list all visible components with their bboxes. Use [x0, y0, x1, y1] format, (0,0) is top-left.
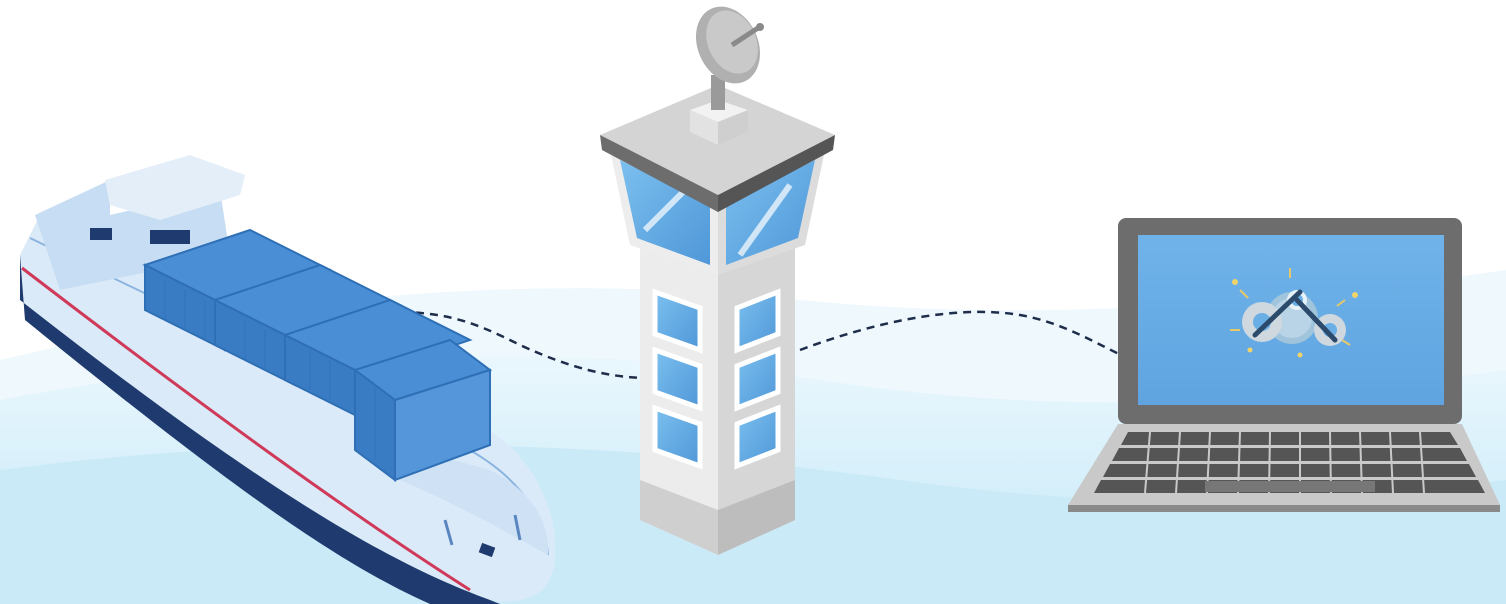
laptop-icon — [1068, 218, 1500, 512]
satellite-dish-icon — [684, 0, 772, 94]
